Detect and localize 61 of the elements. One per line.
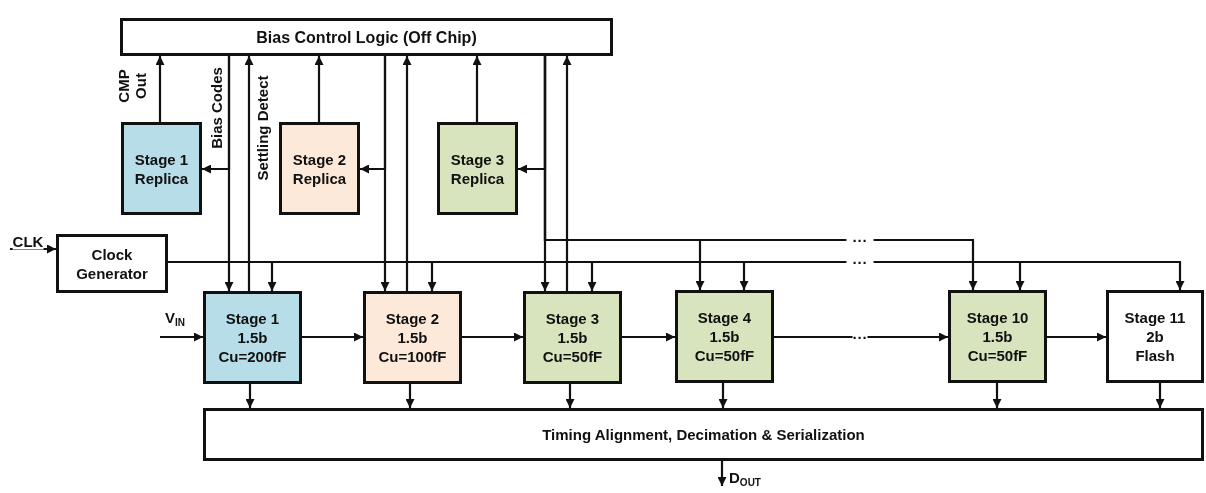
arrow xyxy=(1047,332,1106,342)
arrow xyxy=(622,332,675,342)
arrow xyxy=(405,384,415,408)
arrow xyxy=(1155,383,1165,408)
arrow xyxy=(774,332,948,342)
pipeline-stage-block xyxy=(363,291,462,384)
block-label: 1.5b xyxy=(237,328,268,347)
block-label: Cu=100fF xyxy=(378,347,447,366)
block-label: Stage 1 Replica xyxy=(133,149,190,188)
block-label: Cu=50fF xyxy=(542,347,603,366)
replica-stage-block xyxy=(437,122,518,215)
arrow xyxy=(565,384,575,408)
arrow xyxy=(717,461,727,486)
arrow xyxy=(302,332,363,342)
block-label: 2b xyxy=(1146,327,1164,346)
block-label: Stage 10 xyxy=(966,308,1029,327)
arrow xyxy=(718,383,728,408)
arrow xyxy=(160,332,203,342)
block-label: Stage 3 Replica xyxy=(449,149,506,188)
block-label: Timing Alignment, Decimation & Serialization xyxy=(542,425,865,444)
pipeline-stage-block xyxy=(948,290,1047,383)
block-label: 1.5b xyxy=(709,327,740,346)
block-label: Flash xyxy=(1135,346,1175,365)
block-label: Stage 1 xyxy=(225,309,280,328)
edge-label: Settling Detect xyxy=(253,75,271,181)
arrow xyxy=(402,56,412,291)
arrow xyxy=(543,56,978,290)
block-label: Clock Generator xyxy=(75,244,149,283)
arrow xyxy=(562,56,572,291)
edge-label: CMP Out xyxy=(115,69,149,103)
block-label: 1.5b xyxy=(557,328,588,347)
pipeline-stage-block xyxy=(203,291,302,384)
block-label: 1.5b xyxy=(397,328,428,347)
arrow xyxy=(244,56,254,291)
replica-stage-block xyxy=(279,122,360,215)
block-label: Stage 2 xyxy=(385,309,440,328)
arrow xyxy=(202,56,231,174)
block-label: Cu=200fF xyxy=(218,347,287,366)
block-label: Bias Control Logic (Off Chip) xyxy=(256,27,477,47)
arrow xyxy=(155,56,165,122)
clock-generator-block xyxy=(56,234,168,293)
block-label: Cu=50fF xyxy=(967,346,1028,365)
block-label: 1.5b xyxy=(982,327,1013,346)
pipeline-stage-block xyxy=(523,291,622,384)
logic-block xyxy=(120,18,613,56)
block-label: Stage 11 xyxy=(1124,308,1186,327)
edge-label: Bias Codes xyxy=(207,67,225,149)
block-label: Stage 4 xyxy=(697,308,752,327)
replica-stage-block xyxy=(121,122,202,215)
arrow xyxy=(992,383,1002,408)
arrow xyxy=(360,56,387,174)
block-label: Cu=50fF xyxy=(694,346,755,365)
arrow xyxy=(472,56,482,122)
block-label: Stage 3 xyxy=(545,309,600,328)
pipeline-stage-block xyxy=(675,290,774,383)
arrow xyxy=(245,384,255,408)
pipeline-stage-block xyxy=(1106,290,1204,383)
output-block xyxy=(203,408,1204,461)
arrow xyxy=(314,56,324,122)
arrow xyxy=(462,332,523,342)
block-label: Stage 2 Replica xyxy=(291,149,348,188)
